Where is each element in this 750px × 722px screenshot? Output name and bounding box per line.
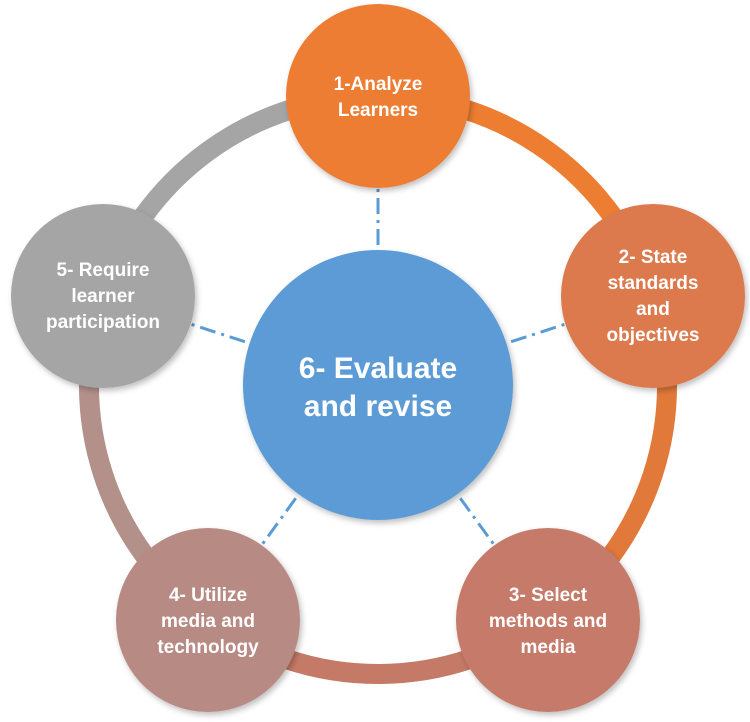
step-3-circle xyxy=(456,528,640,712)
connector-5 xyxy=(190,322,246,344)
step-node-2: 2- State standards and objectives xyxy=(561,204,745,388)
connectors xyxy=(190,188,566,546)
step-1-label-line-1: 1-Analyze xyxy=(334,74,423,95)
step-4-label-line-2: media and xyxy=(161,611,255,632)
step-2-circle xyxy=(561,204,745,388)
step-4-label-line-3: technology xyxy=(157,637,259,658)
step-node-1: 1-Analyze Learners xyxy=(286,4,470,188)
center-label-line-2: and revise xyxy=(304,390,452,423)
step-2-label-line-1: 2- State xyxy=(619,247,688,268)
connector-2 xyxy=(510,322,566,344)
connector-4 xyxy=(260,497,297,546)
step-5-label-line-3: participation xyxy=(46,312,160,333)
step-5-circle xyxy=(11,204,195,388)
step-node-3: 3- Select methods and media xyxy=(456,528,640,712)
step-node-5: 5- Require learner participation xyxy=(11,204,195,388)
center-node: 6- Evaluate and revise xyxy=(243,250,513,520)
step-3-label-line-3: media xyxy=(521,637,576,658)
step-3-label-line-2: methods and xyxy=(489,611,607,632)
step-node-4: 4- Utilize media and technology xyxy=(116,528,300,712)
connector-3 xyxy=(459,497,496,546)
step-4-label-line-1: 4- Utilize xyxy=(169,585,247,606)
step-2-label-line-4: objectives xyxy=(607,325,700,346)
step-2-label-line-3: and xyxy=(636,299,670,320)
step-5-label-line-1: 5- Require xyxy=(57,260,150,281)
center-label-line-1: 6- Evaluate xyxy=(299,352,457,385)
step-1-circle xyxy=(286,4,470,188)
step-1-label-line-2: Learners xyxy=(338,100,418,121)
step-5-label-line-2: learner xyxy=(71,286,135,307)
step-4-circle xyxy=(116,528,300,712)
step-2-label-line-2: standards xyxy=(608,273,699,294)
step-3-label-line-1: 3- Select xyxy=(509,585,588,606)
center-circle xyxy=(243,250,513,520)
